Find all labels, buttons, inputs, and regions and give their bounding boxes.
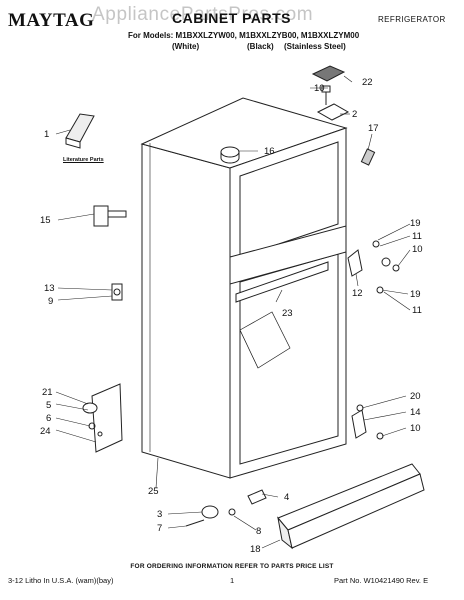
cabinet-body xyxy=(140,97,348,479)
callout-16: 16 xyxy=(264,146,275,157)
callout-10: 10 xyxy=(410,423,421,434)
middle-hinge xyxy=(347,240,400,294)
knob-16 xyxy=(220,146,240,164)
models-line: For Models: M1BXXLZYW00, M1BXXLZYB00, M1… xyxy=(128,31,360,40)
page-number: 1 xyxy=(230,576,235,585)
callout-15: 15 xyxy=(40,215,51,226)
page-title: CABINET PARTS xyxy=(172,10,292,26)
callout-23: 23 xyxy=(282,308,293,319)
literature-parts-label: Literature Parts xyxy=(63,157,104,163)
callout-20: 20 xyxy=(410,391,421,402)
callout-12: 12 xyxy=(352,288,363,299)
callout-14: 14 xyxy=(410,407,421,418)
color-white: (White) xyxy=(172,42,200,51)
callout-24: 24 xyxy=(40,426,51,437)
litho-text: 3-12 Litho In U.S.A. (wam)(bay) xyxy=(8,576,114,585)
callout-7: 7 xyxy=(157,523,162,534)
toe-grille xyxy=(277,463,425,550)
lower-right-hinge xyxy=(351,404,384,440)
callout-3: 3 xyxy=(157,509,162,520)
part-number: Part No. W10421490 Rev. E xyxy=(334,576,429,585)
callout-5: 5 xyxy=(46,400,51,411)
callout-11: 11 xyxy=(412,231,422,242)
callout-11: 11 xyxy=(412,305,422,316)
callout-18: 18 xyxy=(250,544,261,555)
callout-6: 6 xyxy=(46,413,51,424)
callout-4: 4 xyxy=(284,492,289,503)
callout-19: 19 xyxy=(410,289,421,300)
callout-13: 13 xyxy=(44,283,55,294)
leader-lines xyxy=(55,75,411,549)
top-hinge-assembly xyxy=(311,65,350,121)
callout-10: 10 xyxy=(412,244,423,255)
literature-parts-icon xyxy=(65,113,95,149)
color-black: (Black) xyxy=(247,42,274,51)
callout-19: 19 xyxy=(410,218,421,229)
color-stainless: (Stainless Steel) xyxy=(284,42,346,51)
callout-22: 22 xyxy=(362,77,373,88)
brand-logo: MAYTAG xyxy=(8,10,95,31)
lower-parts xyxy=(185,489,267,527)
section-label: REFRIGERATOR xyxy=(378,15,446,24)
part-17 xyxy=(360,148,376,166)
callout-25: 25 xyxy=(148,486,159,497)
ordering-note: FOR ORDERING INFORMATION REFER TO PARTS … xyxy=(130,563,334,570)
callout-2: 2 xyxy=(352,109,357,120)
part-13-9 xyxy=(111,283,123,301)
callout-10: 10 xyxy=(314,83,325,94)
callout-17: 17 xyxy=(368,123,379,134)
lower-left-bracket xyxy=(82,383,123,453)
callout-8: 8 xyxy=(256,526,261,537)
callout-9: 9 xyxy=(48,296,53,307)
callout-1: 1 xyxy=(44,129,49,140)
callout-21: 21 xyxy=(42,387,53,398)
part-15 xyxy=(93,205,127,227)
callout-labels: 1 15 13 9 21 5 6 24 25 3 7 8 4 18 16 10 … xyxy=(40,77,423,555)
watermark: AppliancePartsPros.com xyxy=(92,4,314,25)
